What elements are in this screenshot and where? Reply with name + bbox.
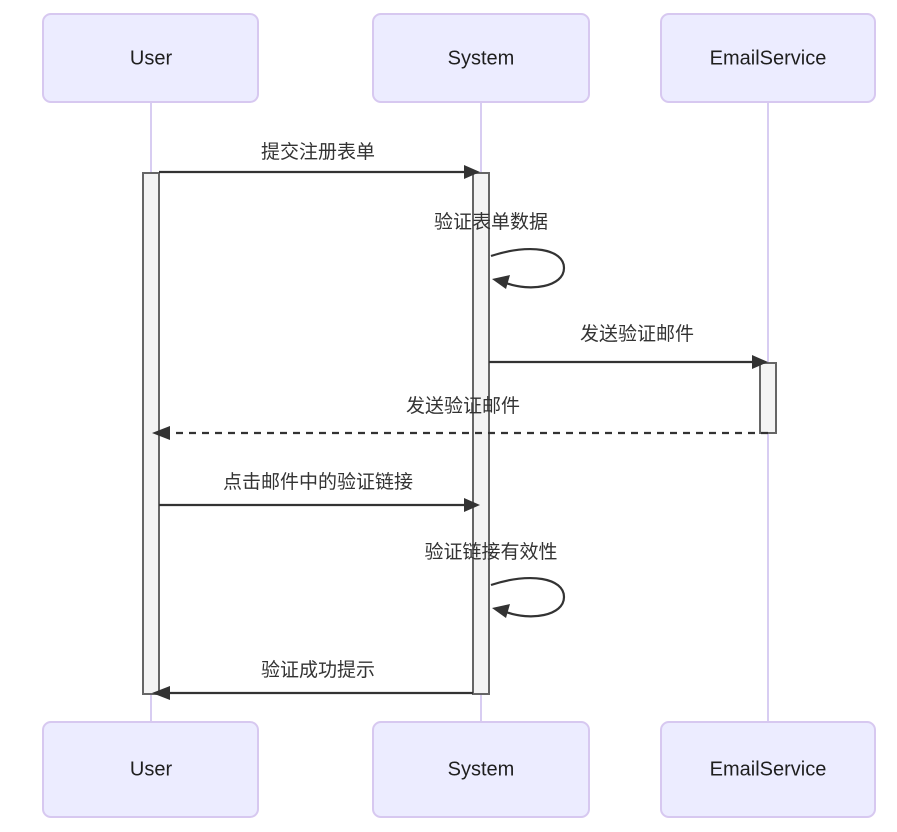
participant-header-emailservice[interactable]: EmailService [660, 13, 876, 103]
arrowhead-left-7 [152, 686, 170, 700]
participant-box-system-bottom[interactable] [372, 721, 590, 818]
participant-box-user-top[interactable] [42, 13, 259, 103]
message-5-click-verification-link[interactable]: 点击邮件中的验证链接 [159, 471, 480, 512]
activations-group [142, 172, 777, 695]
message-label-4: 发送验证邮件 [406, 395, 520, 417]
message-6-validate-link-validity-self[interactable]: 验证链接有效性 [424, 541, 566, 618]
arrowhead-left-4 [152, 426, 170, 440]
message-label-3: 发送验证邮件 [580, 323, 694, 345]
message-3-send-verification-email[interactable]: 发送验证邮件 [489, 323, 768, 369]
message-label-7: 验证成功提示 [261, 659, 375, 681]
participant-label-system-bottom: System [448, 758, 515, 780]
participant-label-emailservice-top: EmailService [710, 47, 827, 69]
participant-box-emailservice-bottom[interactable] [660, 721, 876, 818]
participant-footer-user[interactable]: User [42, 721, 259, 818]
participant-label-emailservice-bottom: EmailService [710, 758, 827, 780]
participant-box-emailservice-top[interactable] [660, 13, 876, 103]
message-label-6: 验证链接有效性 [424, 541, 557, 563]
arrowhead-right-1 [464, 165, 480, 179]
arrowhead-right-5 [464, 498, 480, 512]
arrowhead-self-2 [492, 275, 510, 289]
message-label-1: 提交注册表单 [261, 141, 375, 163]
participant-box-user-bottom[interactable] [42, 721, 259, 818]
participant-label-user-top: User [130, 47, 173, 69]
message-2-validate-form-data-self[interactable]: 验证表单数据 [434, 211, 566, 289]
message-label-2: 验证表单数据 [434, 211, 548, 233]
participant-label-system-top: System [448, 47, 515, 69]
self-loop-path-2 [490, 248, 566, 289]
participant-label-user-bottom: User [130, 758, 173, 780]
message-1-submit-registration-form[interactable]: 提交注册表单 [159, 141, 480, 179]
activation-bar-emailservice[interactable] [759, 362, 777, 434]
message-7-verification-success-notice[interactable]: 验证成功提示 [152, 659, 473, 700]
arrowhead-right-3 [752, 355, 768, 369]
participant-footer-system[interactable]: System [372, 721, 590, 818]
arrowhead-self-6 [492, 604, 510, 618]
participant-header-user[interactable]: User [42, 13, 259, 103]
participant-header-system[interactable]: System [372, 13, 590, 103]
participant-box-system-top[interactable] [372, 13, 590, 103]
participant-footer-emailservice[interactable]: EmailService [660, 721, 876, 818]
message-label-5: 点击邮件中的验证链接 [223, 471, 413, 493]
message-4-verification-email-delivered[interactable]: 发送验证邮件 [152, 395, 768, 440]
self-loop-path-6 [490, 577, 566, 618]
